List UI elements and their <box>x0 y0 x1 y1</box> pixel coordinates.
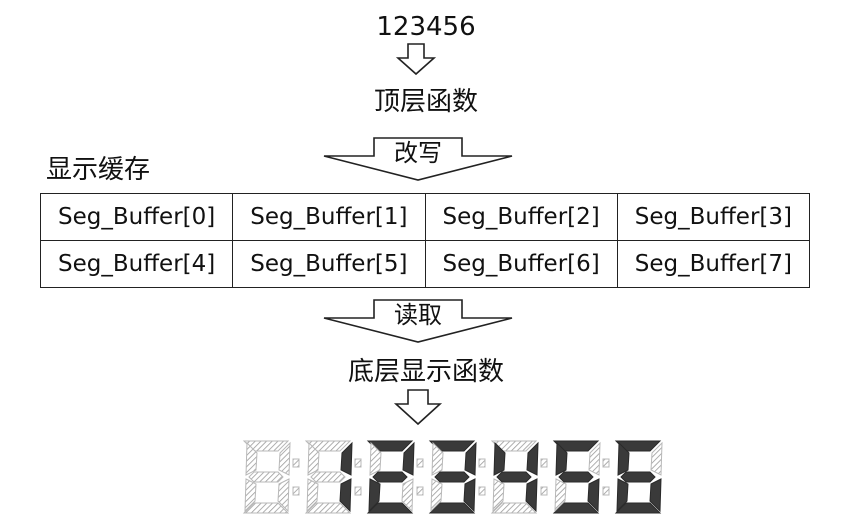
segment-unlit <box>242 502 290 514</box>
segment-lit <box>614 502 662 514</box>
buffer-cell: Seg_Buffer[5] <box>232 240 426 288</box>
segment-lit <box>617 441 630 476</box>
colon-dot <box>416 458 424 468</box>
segment-lit <box>493 441 506 476</box>
segment-lit <box>552 502 600 514</box>
segment-unlit <box>492 478 505 513</box>
segment-lit <box>616 478 629 513</box>
segment-unlit <box>304 502 352 514</box>
display-buffer-table: Seg_Buffer[0] Seg_Buffer[1] Seg_Buffer[2… <box>39 193 811 288</box>
segment-lit <box>339 478 352 513</box>
buffer-cell: Seg_Buffer[4] <box>39 240 234 288</box>
colon-dot <box>602 486 610 496</box>
segment-unlit <box>244 478 257 513</box>
read-label: 读取 <box>394 301 442 329</box>
buffer-cell: Seg_Buffer[1] <box>232 193 426 241</box>
seven-segment-digit <box>428 440 486 514</box>
buffer-label: 显示缓存 <box>46 155 151 185</box>
input-number: 123456 <box>376 12 476 42</box>
colon-dot <box>478 458 486 468</box>
segment-lit <box>558 471 594 483</box>
segment-lit <box>496 471 532 483</box>
colon-dot <box>292 458 300 468</box>
down-arrow-icon <box>395 43 437 76</box>
segment-unlit <box>554 478 567 513</box>
segment-unlit <box>369 441 382 476</box>
segment-unlit <box>310 471 346 483</box>
colon-dot <box>416 486 424 496</box>
buffer-cell: Seg_Buffer[7] <box>616 240 811 288</box>
segment-unlit <box>431 441 444 476</box>
buffer-cell: Seg_Buffer[0] <box>39 193 234 241</box>
colon-dot <box>540 458 548 468</box>
segment-lit <box>525 478 538 513</box>
write-label: 改写 <box>394 139 442 167</box>
segment-unlit <box>277 478 290 513</box>
segment-lit <box>368 478 381 513</box>
segment-unlit <box>306 478 319 513</box>
top-function-label: 顶层函数 <box>373 87 478 117</box>
table-row: Seg_Buffer[4] Seg_Buffer[5] Seg_Buffer[6… <box>39 240 811 288</box>
buffer-cell: Seg_Buffer[6] <box>424 240 618 288</box>
segment-lit <box>555 441 568 476</box>
segment-lit <box>340 441 353 476</box>
write-arrow-icon <box>323 137 513 181</box>
table-row: Seg_Buffer[0] Seg_Buffer[1] Seg_Buffer[2… <box>39 193 811 241</box>
down-arrow-icon <box>393 389 443 426</box>
seven-segment-digit <box>490 440 548 514</box>
segment-unlit <box>401 478 414 513</box>
colon-dot <box>292 486 300 496</box>
segment-unlit <box>430 478 443 513</box>
buffer-cell: Seg_Buffer[2] <box>424 193 618 241</box>
segment-lit <box>463 478 476 513</box>
colon-dot <box>602 458 610 468</box>
segment-lit <box>526 441 539 476</box>
segment-lit <box>587 478 600 513</box>
seven-segment-digit <box>552 440 610 514</box>
segment-lit <box>366 502 414 514</box>
segment-unlit <box>588 441 601 476</box>
seven-segment-digit <box>304 440 362 514</box>
segment-unlit <box>245 441 258 476</box>
seven-segment-digit <box>242 440 300 514</box>
segment-lit <box>428 502 476 514</box>
colon-dot <box>354 486 362 496</box>
colon-dot <box>354 458 362 468</box>
seven-segment-digit <box>614 440 663 514</box>
segment-lit <box>464 441 477 476</box>
segment-lit <box>434 471 470 483</box>
colon-dot <box>478 486 486 496</box>
segment-unlit <box>650 441 663 476</box>
segment-lit <box>649 478 662 513</box>
seven-segment-digit <box>366 440 424 514</box>
segment-lit <box>620 471 656 483</box>
buffer-cell: Seg_Buffer[3] <box>616 193 811 241</box>
bottom-function-label: 底层显示函数 <box>347 357 504 387</box>
segment-unlit <box>278 441 291 476</box>
colon-dot <box>540 486 548 496</box>
read-arrow-icon <box>323 299 513 343</box>
segment-unlit <box>490 502 538 514</box>
segment-unlit <box>307 441 320 476</box>
segment-lit <box>372 471 408 483</box>
segment-lit <box>402 441 415 476</box>
segment-unlit <box>248 471 284 483</box>
